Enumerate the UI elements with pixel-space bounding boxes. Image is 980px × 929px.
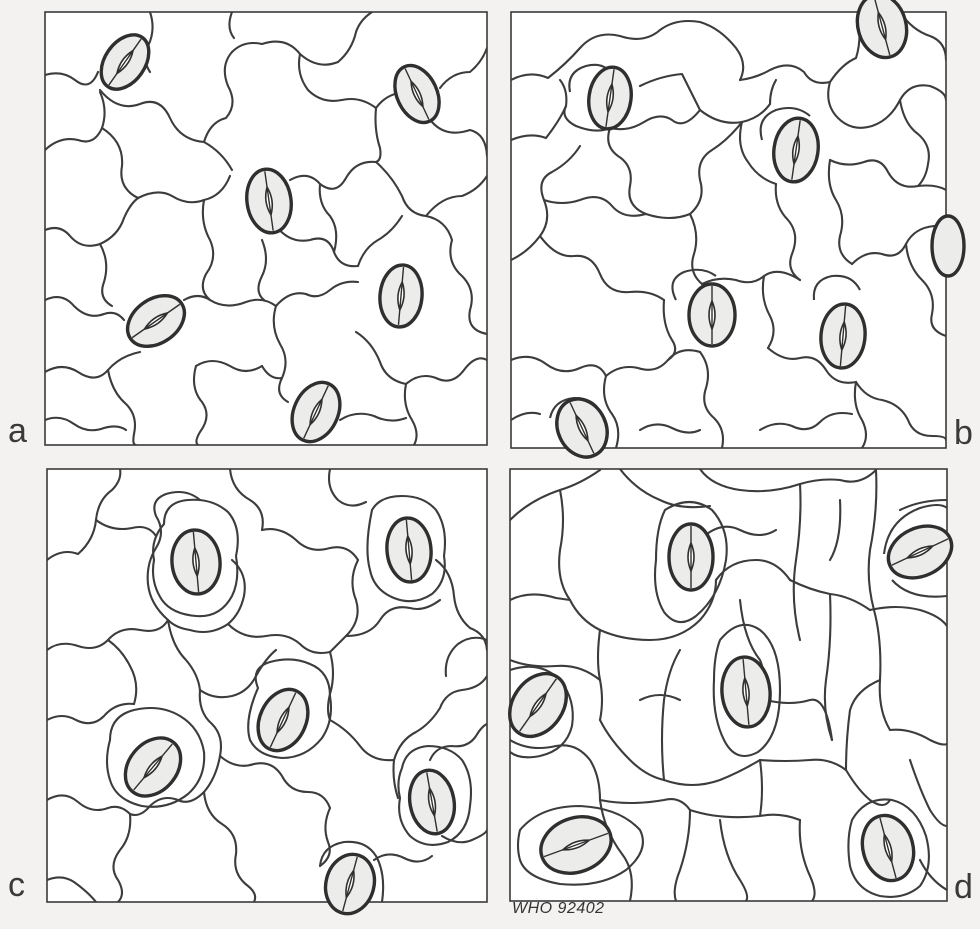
figure-credit: WHO 92402 [512, 900, 605, 918]
panel-d [498, 469, 960, 901]
panel-label-b: b [954, 416, 973, 450]
panel-label-a: a [8, 414, 27, 448]
panel-b [511, 0, 964, 465]
panel-label-c: c [8, 868, 25, 902]
panel-c [47, 469, 487, 919]
stoma [932, 216, 964, 276]
panel-label-d: d [954, 870, 973, 904]
panel-b-frame [511, 12, 946, 448]
panel-a [45, 12, 487, 449]
